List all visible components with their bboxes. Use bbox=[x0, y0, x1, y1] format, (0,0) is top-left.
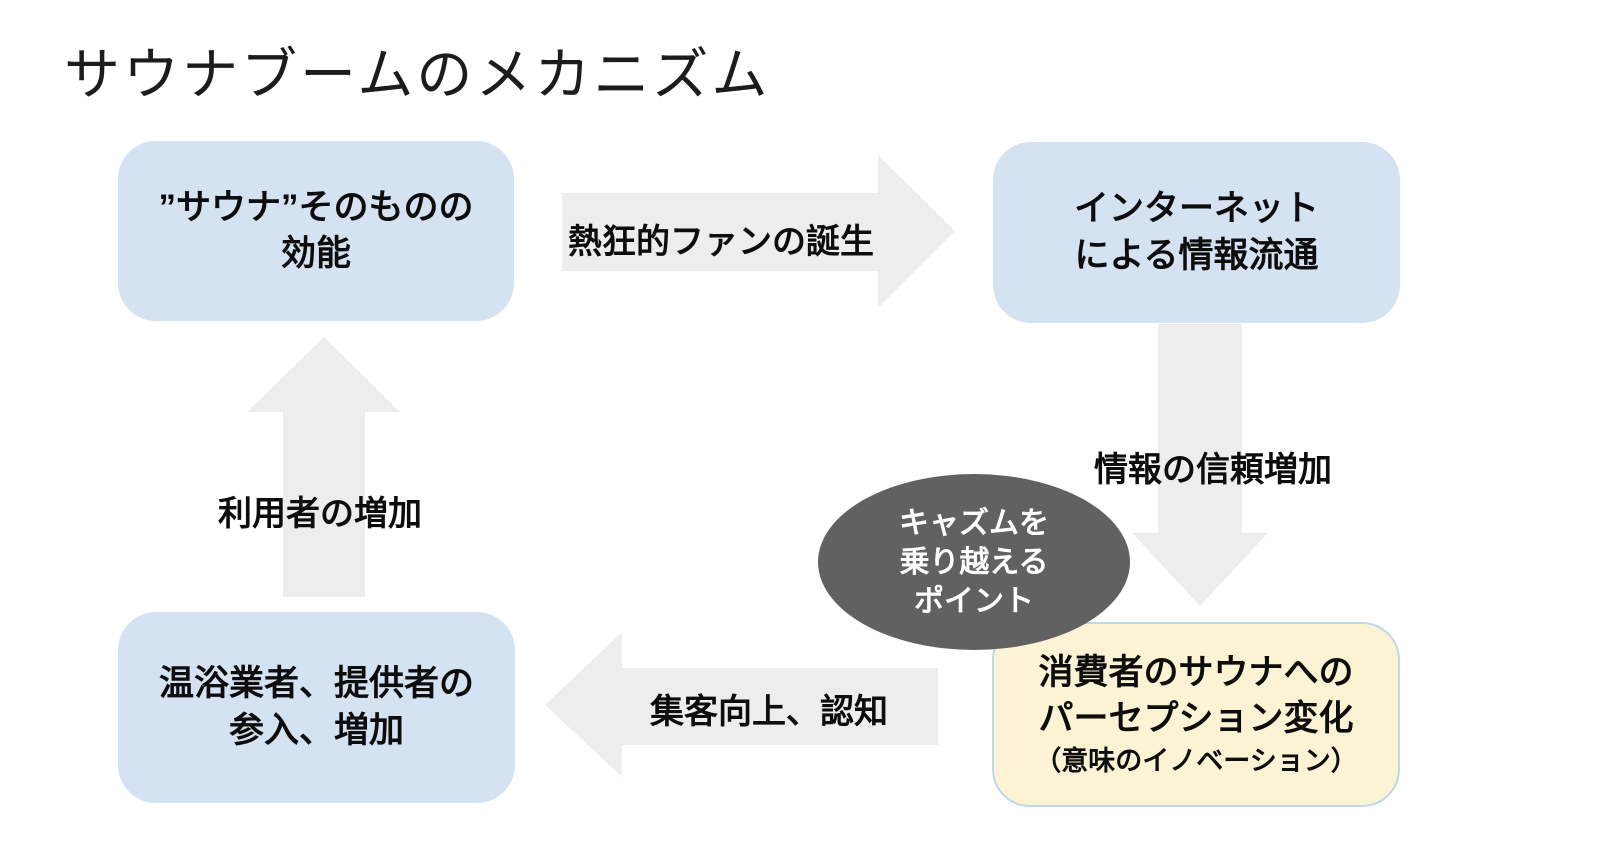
arrow-label-users: 利用者の増加 bbox=[218, 495, 422, 533]
arrow-right-icon bbox=[562, 155, 955, 308]
node-sauna-benefit-line2: 効能 bbox=[280, 234, 351, 273]
node-perception-line3: （意味のイノベーション） bbox=[1034, 745, 1358, 776]
arrow-label-trust: 情報の信頼増加 bbox=[1094, 451, 1332, 489]
arrow-up-icon bbox=[247, 337, 400, 597]
arrow-down-icon bbox=[1132, 324, 1268, 606]
node-perception-line2: パーセプション変化 bbox=[1038, 698, 1354, 738]
node-sauna-benefit: ”サウナ”そのものの 効能 bbox=[118, 141, 514, 321]
node-providers-entry: 温浴業者、提供者の 参入、増加 bbox=[118, 612, 515, 803]
arrow-label-fans: 熱狂的ファンの誕生 bbox=[568, 223, 874, 261]
node-providers-line2: 参入、増加 bbox=[228, 710, 404, 750]
chasm-note-line3: ポイント bbox=[914, 584, 1034, 618]
page-title: サウナブームのメカニズム bbox=[64, 43, 771, 106]
node-internet-line1: インターネット bbox=[1073, 189, 1319, 229]
node-internet-line2: による情報流通 bbox=[1074, 235, 1319, 275]
node-perception-change: 消費者のサウナへの パーセプション変化 （意味のイノベーション） bbox=[992, 622, 1400, 807]
arrow-label-attract: 集客向上、認知 bbox=[650, 693, 888, 731]
arrow-left-icon bbox=[545, 632, 938, 777]
chasm-note-line1: キャズムを bbox=[899, 506, 1049, 540]
node-perception-line1: 消費者のサウナへの bbox=[1038, 652, 1354, 692]
node-providers-line1: 温浴業者、提供者の bbox=[158, 664, 474, 704]
node-internet-distribution: インターネット による情報流通 bbox=[993, 142, 1400, 323]
chasm-note-line2: 乗り越える bbox=[899, 545, 1049, 579]
chasm-note-ellipse: キャズムを 乗り越える ポイント bbox=[818, 474, 1130, 650]
node-sauna-benefit-line1: ”サウナ”そのものの bbox=[158, 187, 474, 227]
